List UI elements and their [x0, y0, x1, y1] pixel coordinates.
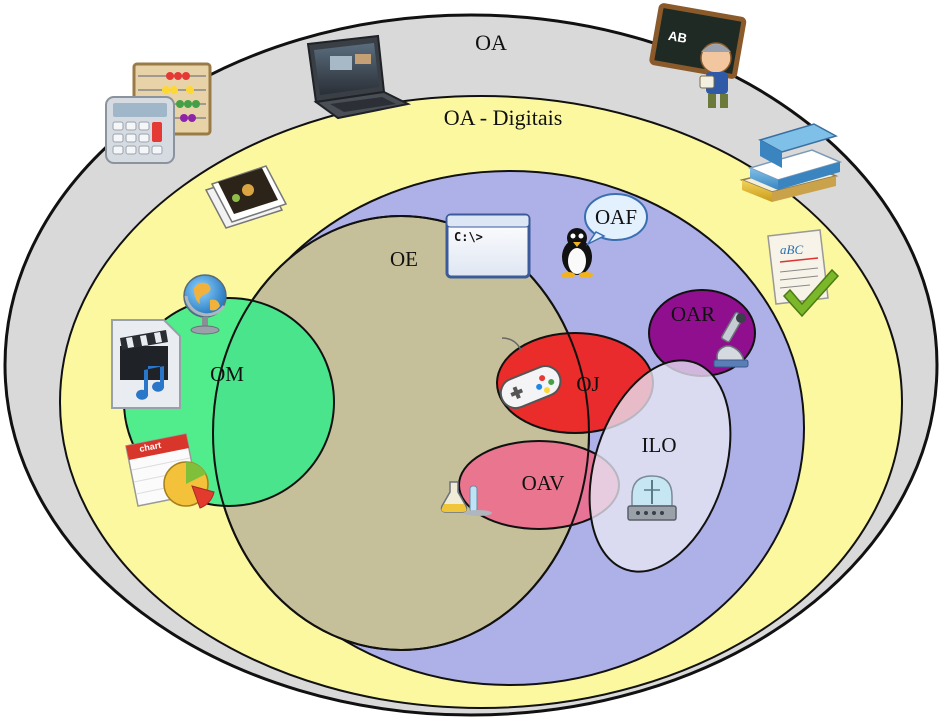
teacher-chalkboard-icon: AB: [649, 3, 747, 108]
flask-icon: [440, 481, 492, 516]
command-prompt-text: C:\>: [454, 230, 483, 244]
abc-paper-check-icon: aBC: [767, 229, 840, 318]
chalkboard-text: AB: [667, 28, 688, 46]
oe-outline: [212, 215, 590, 651]
books-icon: [739, 123, 843, 202]
media-file-icon: [111, 319, 181, 409]
laptop-icon: [306, 34, 412, 120]
globe-icon: [183, 274, 227, 335]
chart-calendar-text: chart: [138, 440, 162, 454]
ilo-region: [588, 359, 732, 573]
microscope-icon: [713, 311, 749, 368]
label-ilo: ILO: [642, 433, 677, 457]
chart-calendar-icon: chart: [125, 433, 215, 509]
label-om: OM: [210, 362, 244, 386]
abc-paper-text: aBC: [780, 242, 803, 257]
penguin-icon: [561, 228, 593, 278]
lab-machine-icon: [627, 475, 677, 521]
gamepad-icon: [499, 337, 562, 410]
label-oj: OJ: [576, 372, 599, 396]
label-oa: OA: [475, 30, 507, 55]
label-oe: OE: [390, 247, 418, 271]
photo-stack-icon: [204, 165, 288, 229]
label-oar: OAR: [671, 302, 715, 326]
oaf-speech-bubble: OAF: [584, 193, 648, 246]
label-oaf: OAF: [595, 205, 637, 229]
label-oa-digitais: OA - Digitais: [444, 105, 563, 130]
calculator-icon: [105, 96, 175, 164]
command-prompt-icon: C:\>: [445, 213, 531, 279]
label-oav: OAV: [522, 471, 565, 495]
